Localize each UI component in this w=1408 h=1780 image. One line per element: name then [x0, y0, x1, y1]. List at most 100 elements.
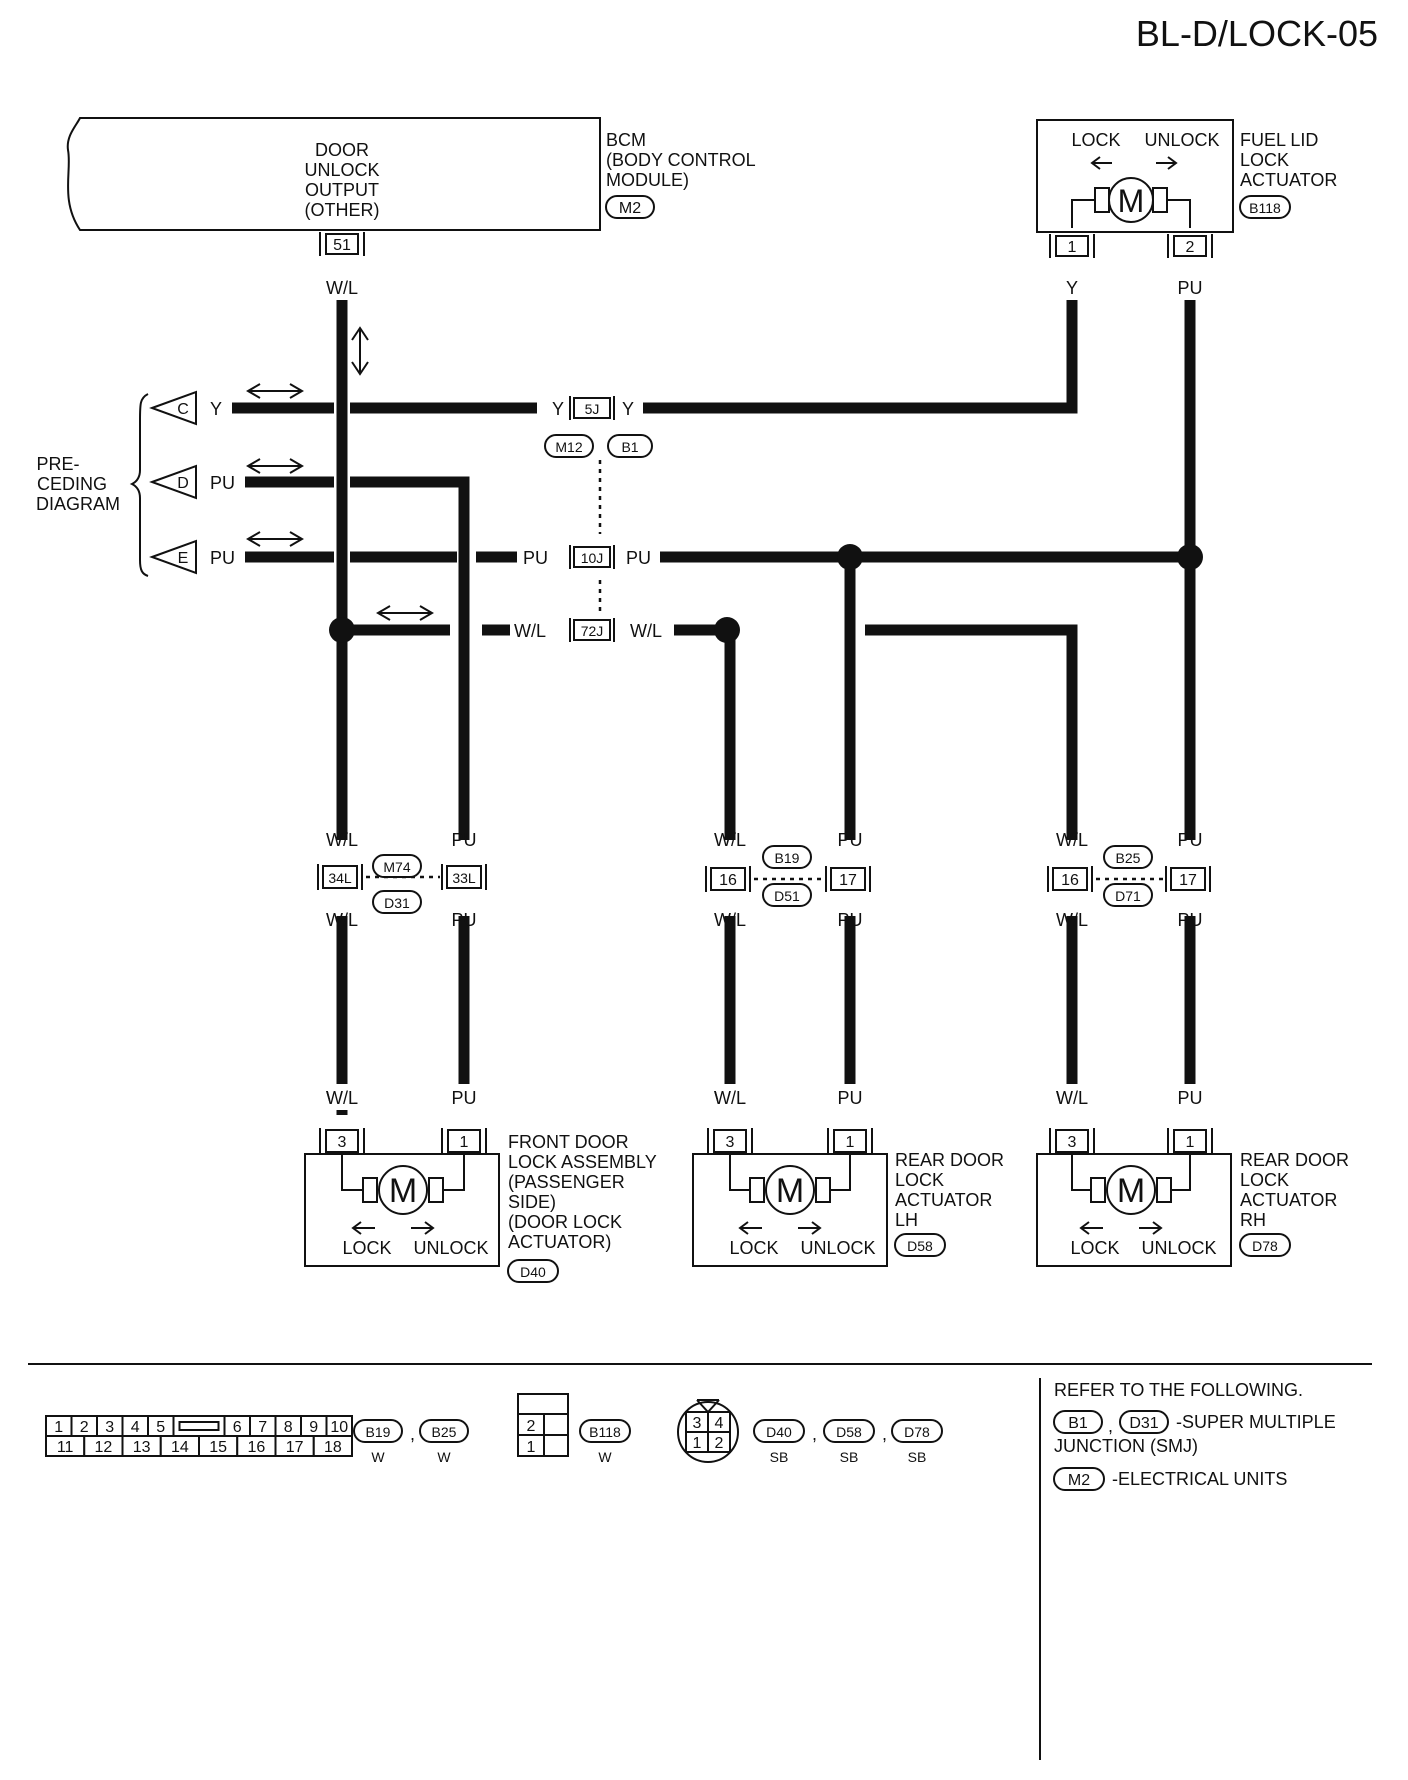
rear-rh-name: REAR DOOR LOCK ACTUATOR RH D78 [1239, 1150, 1349, 1257]
rh-name-3: ACTUATOR [1240, 1190, 1337, 1210]
rear-lh-lock-label: LOCK [729, 1238, 778, 1258]
rh-connector-b25 [1103, 845, 1153, 869]
rear-lh-unlock-arrow [798, 1221, 822, 1235]
refer-d31-pill [1119, 1410, 1169, 1434]
front-door-unlock-label: UNLOCK [413, 1238, 488, 1258]
rh-connector-d71 [1103, 883, 1153, 907]
conn20-pin: 17 [286, 1439, 304, 1456]
legend-d78-pill [891, 1419, 943, 1443]
splice-pu-lh [837, 544, 863, 570]
front-door-lock-arrow [351, 1221, 375, 1235]
rear-lh-motor-label: M [776, 1172, 804, 1210]
front-pin-34l-label: 34L [328, 870, 352, 886]
refer-title: REFER TO THE FOLLOWING. [1054, 1380, 1303, 1400]
bcm-connector-id: M2 [619, 200, 641, 217]
refer-sep: , [1108, 1416, 1113, 1436]
rear-rh-lock-arrow [1079, 1221, 1103, 1235]
rear-rh-actuator-pin-1 [1055, 1129, 1089, 1153]
arrow-c-wire: Y [210, 399, 222, 419]
conn2-pin-1: 1 [527, 1439, 536, 1456]
bcm-output-line-2: UNLOCK [304, 160, 379, 180]
wire-wl-rear-rh [865, 624, 1078, 840]
conn20-pin: 14 [171, 1439, 189, 1456]
page-code: BL-D/LOCK-05 [1136, 13, 1378, 54]
fuel-lid-wire-y: Y [1066, 278, 1078, 298]
legend-b19-pill [353, 1419, 403, 1443]
conn20-pin: 8 [284, 1419, 293, 1436]
rear-rh-motor [1106, 1165, 1156, 1215]
legend-d40-color: SB [770, 1449, 789, 1465]
bcm-name-line-3: MODULE) [606, 170, 689, 190]
refer-m2-id: M2 [1068, 1472, 1090, 1489]
preceding-bracket [129, 393, 149, 577]
rear-rh-unlock-arrow [1139, 1221, 1163, 1235]
connector-face-2pin: 2 1 [517, 1393, 569, 1457]
rh-connector-pill [1239, 1233, 1291, 1257]
front-name-5: (DOOR LOCK [508, 1212, 622, 1232]
lh-name-2: LOCK [895, 1170, 944, 1190]
front-name-1: FRONT DOOR [508, 1132, 629, 1152]
connector-arrow-e [149, 539, 197, 575]
legend-d58-id: D58 [836, 1424, 862, 1440]
refer-eu-text: -ELECTRICAL UNITS [1112, 1469, 1287, 1489]
fuel-lid-name-3: ACTUATOR [1240, 170, 1337, 190]
front-pin-33l [446, 865, 482, 889]
joint-5j-wire-right: Y [622, 399, 634, 419]
lh-pin-16-label: 16 [719, 872, 737, 889]
rh-act-wire-wl-2: W/L [1056, 1088, 1088, 1108]
front-wire-wl-bottom: W/L [326, 910, 358, 930]
legend-b118-id: B118 [589, 1424, 621, 1440]
lh-connector-id: D58 [907, 1238, 933, 1254]
refer-block: REFER TO THE FOLLOWING. B1 , D31 -SUPER … [1053, 1380, 1336, 1491]
rh-pin-17 [1170, 867, 1206, 891]
conn20-pin: 4 [131, 1419, 140, 1436]
splice-pu-rh [1177, 544, 1203, 570]
lh-wire-pu-bottom: PU [837, 910, 862, 930]
lh-connector-b19 [762, 845, 812, 869]
joint-connector: Y 5J Y M12 B1 PU 10J PU W/L 72J W/L [514, 396, 662, 642]
joint-10j-wire-left: PU [523, 548, 548, 568]
joint-5j-label: 5J [585, 401, 600, 417]
rear-rh-actuator-pin-label-1: 3 [1068, 1134, 1077, 1151]
front-connector-pill [507, 1259, 559, 1283]
lh-wire-wl-bottom: W/L [714, 910, 746, 930]
splice-wl-left [329, 617, 355, 643]
rear-rh-actuator-pin-label-2: 1 [1186, 1134, 1195, 1151]
preceding-label-3: DIAGRAM [36, 494, 120, 514]
rear-rh-lock-label: LOCK [1070, 1238, 1119, 1258]
preceding-label-2: CEDING [37, 474, 107, 494]
conn20-pin: 7 [258, 1419, 267, 1436]
front-wire-wl-top: W/L [326, 830, 358, 850]
fuel-lid-connector-pill [1239, 195, 1291, 219]
wire-d-pu [245, 476, 470, 840]
joint-10j-wire-right: PU [626, 548, 651, 568]
arrow-d-letter: D [177, 475, 189, 492]
lh-act-wire-wl-2: W/L [714, 1088, 746, 1108]
rear-lh-name: REAR DOOR LOCK ACTUATOR LH D58 [894, 1150, 1004, 1257]
rh-d71-label: D71 [1115, 888, 1141, 904]
legend-sep-3: , [882, 1424, 887, 1444]
fuel-lid-lock-arrow [1090, 156, 1112, 170]
bcm-name-line-2: (BODY CONTROL [606, 150, 756, 170]
front-door-branch: W/L PU 34L 33L M74 D31 W/L PU W/L PU [317, 830, 487, 1108]
rear-lh-actuator-pin-label-2: 1 [846, 1134, 855, 1151]
splice-wl-mid [714, 617, 740, 643]
conn4-pin-4: 4 [715, 1415, 724, 1432]
wire-y-right [643, 300, 1078, 414]
rh-wire-wl-bottom: W/L [1056, 910, 1088, 930]
refer-smj-text-2: JUNCTION (SMJ) [1054, 1436, 1198, 1456]
lh-connector-d51 [762, 883, 812, 907]
fuel-lid-wire-pu: PU [1177, 278, 1202, 298]
arrow-e-wire: PU [210, 548, 235, 568]
front-door-actuator-pin-2 [447, 1129, 481, 1153]
front-door-lock-label: LOCK [342, 1238, 391, 1258]
conn4-pin-1: 1 [693, 1435, 702, 1452]
legend-b19-color: W [371, 1449, 385, 1465]
legend-d58-pill [823, 1419, 875, 1443]
rear-rh-actuator-pin-2 [1173, 1129, 1207, 1153]
rh-pin-17-label: 17 [1179, 872, 1197, 889]
joint-72j-label: 72J [581, 623, 604, 639]
rear-rh-unlock-label: UNLOCK [1141, 1238, 1216, 1258]
